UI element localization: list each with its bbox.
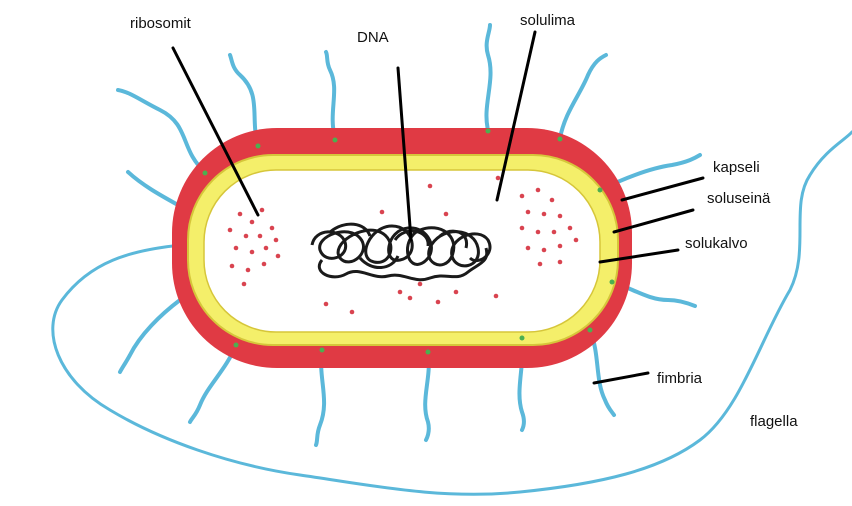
ribosome-dot: [574, 238, 579, 243]
fimbria-hair: [190, 345, 236, 422]
ribosome-dot: [242, 282, 247, 287]
label-ribosomes: ribosomit: [130, 15, 192, 32]
fimbria-hair: [118, 90, 205, 172]
fimbria-hair: [560, 55, 606, 138]
ribosome-dot: [542, 248, 547, 253]
ribosome-dot: [526, 210, 531, 215]
ribosome-dot: [536, 230, 541, 235]
ribosome-dot: [324, 302, 329, 307]
label-dna: DNA: [357, 29, 389, 46]
ribosome-dot: [558, 214, 563, 219]
ribosome-dot: [246, 268, 251, 273]
ribosome-dot: [454, 290, 459, 295]
ribosome-dot: [264, 246, 269, 251]
ribosome-dot: [550, 198, 555, 203]
ribosome-dot: [380, 210, 385, 215]
ribosome-dot: [536, 188, 541, 193]
ribosome-dot: [418, 282, 423, 287]
ribosome-dot: [234, 246, 239, 251]
fimbria-hair: [128, 172, 178, 205]
ribosome-dot: [568, 226, 573, 231]
ribosome-dot: [538, 262, 543, 267]
fimbria-hair: [326, 52, 335, 138]
ribosome-dot: [526, 246, 531, 251]
ribosome-dot: [250, 220, 255, 225]
label-cell-membrane: solukalvo: [685, 235, 748, 252]
label-cell-wall: soluseinä: [707, 190, 771, 207]
leader-capsule: [622, 178, 703, 200]
ribosome-dot: [398, 290, 403, 295]
fimbria-hair: [486, 25, 490, 130]
ribosome-dot: [350, 310, 355, 315]
ribosome-dot: [270, 226, 275, 231]
ribosome-dot: [274, 238, 279, 243]
ribosome-dot: [520, 226, 525, 231]
label-flagella: flagella: [750, 413, 798, 430]
fimbria-hair: [120, 300, 180, 372]
ribosome-dot: [542, 212, 547, 217]
ribosome-dot: [428, 184, 433, 189]
ribosome-dot: [496, 176, 501, 181]
ribosome-dot: [260, 208, 265, 213]
cytoplasm-area: [204, 170, 600, 332]
ribosome-dot: [230, 264, 235, 269]
ribosome-dot: [258, 234, 263, 239]
ribosome-dot: [494, 294, 499, 299]
ribosome-dot: [558, 260, 563, 265]
ribosome-dot: [558, 244, 563, 249]
label-capsule: kapseli: [713, 159, 760, 176]
ribosome-dot: [552, 230, 557, 235]
ribosome-dot: [408, 296, 413, 301]
ribosome-dot: [228, 228, 233, 233]
ribosome-dot: [244, 234, 249, 239]
ribosome-dot: [520, 194, 525, 199]
ribosome-dot: [436, 300, 441, 305]
ribosome-dot: [262, 262, 267, 267]
ribosome-dot: [276, 254, 281, 259]
leader-fimbria: [594, 373, 648, 383]
ribosome-dot: [238, 212, 243, 217]
label-fimbria: fimbria: [657, 370, 703, 387]
ribosome-dot: [250, 250, 255, 255]
label-cytoplasm: solulima: [520, 12, 576, 29]
ribosome-dot: [444, 212, 449, 217]
